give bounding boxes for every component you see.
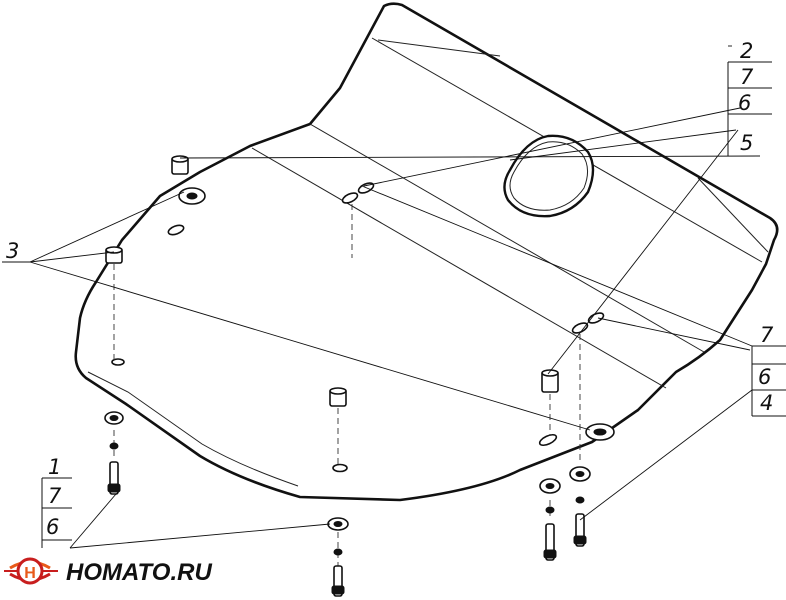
bolt-head-right-center xyxy=(593,428,607,436)
callout-label-6c: 6 xyxy=(46,515,59,539)
fastener-stack-right-a xyxy=(539,478,561,561)
mounting-slots xyxy=(111,182,615,473)
callout-label-5: 5 xyxy=(740,131,753,155)
skid-plate xyxy=(74,2,779,502)
spacer-right xyxy=(541,369,559,393)
leader-lines xyxy=(29,45,761,549)
watermark-logo-icon: H xyxy=(4,557,58,585)
fastener-stack-center xyxy=(327,517,349,597)
callout-label-6b: 6 xyxy=(758,365,771,389)
lock-washer-right-a xyxy=(545,506,555,514)
lock-washer-center xyxy=(333,548,343,556)
callout-label-4: 4 xyxy=(760,391,773,415)
callout-label-1: 1 xyxy=(48,455,61,479)
callout-label-6: 6 xyxy=(738,91,751,115)
skid-plate-outline xyxy=(74,2,779,502)
callout-left: 3 xyxy=(2,239,30,263)
front-lip-line xyxy=(87,371,299,487)
access-hole-inner xyxy=(509,141,588,211)
spacer-center xyxy=(329,387,347,407)
spacer-left xyxy=(105,246,123,264)
spacers xyxy=(105,155,559,407)
watermark-logo-letter: H xyxy=(24,565,36,582)
slot-right-1 xyxy=(571,322,589,334)
bend-line-3 xyxy=(251,147,667,389)
slot-right-front xyxy=(538,433,558,447)
access-hole xyxy=(503,134,595,218)
callout-right-top: 2 7 6 5 xyxy=(727,39,772,156)
fastener-stack-left xyxy=(104,411,124,495)
fastener-stack-right-b xyxy=(569,466,591,547)
bend-line-2 xyxy=(309,123,705,353)
slot-front-left xyxy=(111,358,125,366)
callout-label-3: 3 xyxy=(6,239,19,263)
slot-center-1 xyxy=(341,192,359,204)
bend-line-5 xyxy=(697,177,769,253)
slot-left xyxy=(167,224,185,236)
watermark: H HOMATO.RU xyxy=(4,557,212,586)
callout-label-2: 2 xyxy=(740,39,753,63)
lock-washer-left xyxy=(109,442,119,450)
callout-label-7: 7 xyxy=(740,65,754,89)
callout-label-7b: 7 xyxy=(760,323,774,347)
callout-label-7c: 7 xyxy=(48,484,62,508)
callout-right-mid: 7 6 4 xyxy=(751,323,786,417)
watermark-text: HOMATO.RU xyxy=(66,559,212,586)
bend-line-4 xyxy=(377,39,501,57)
spacer-top xyxy=(171,155,189,175)
lock-washer-right-b xyxy=(575,496,585,504)
callout-bottom-left: 1 7 6 xyxy=(41,455,72,548)
bolt-head-left-center xyxy=(186,192,198,200)
slot-center-front xyxy=(332,463,348,473)
